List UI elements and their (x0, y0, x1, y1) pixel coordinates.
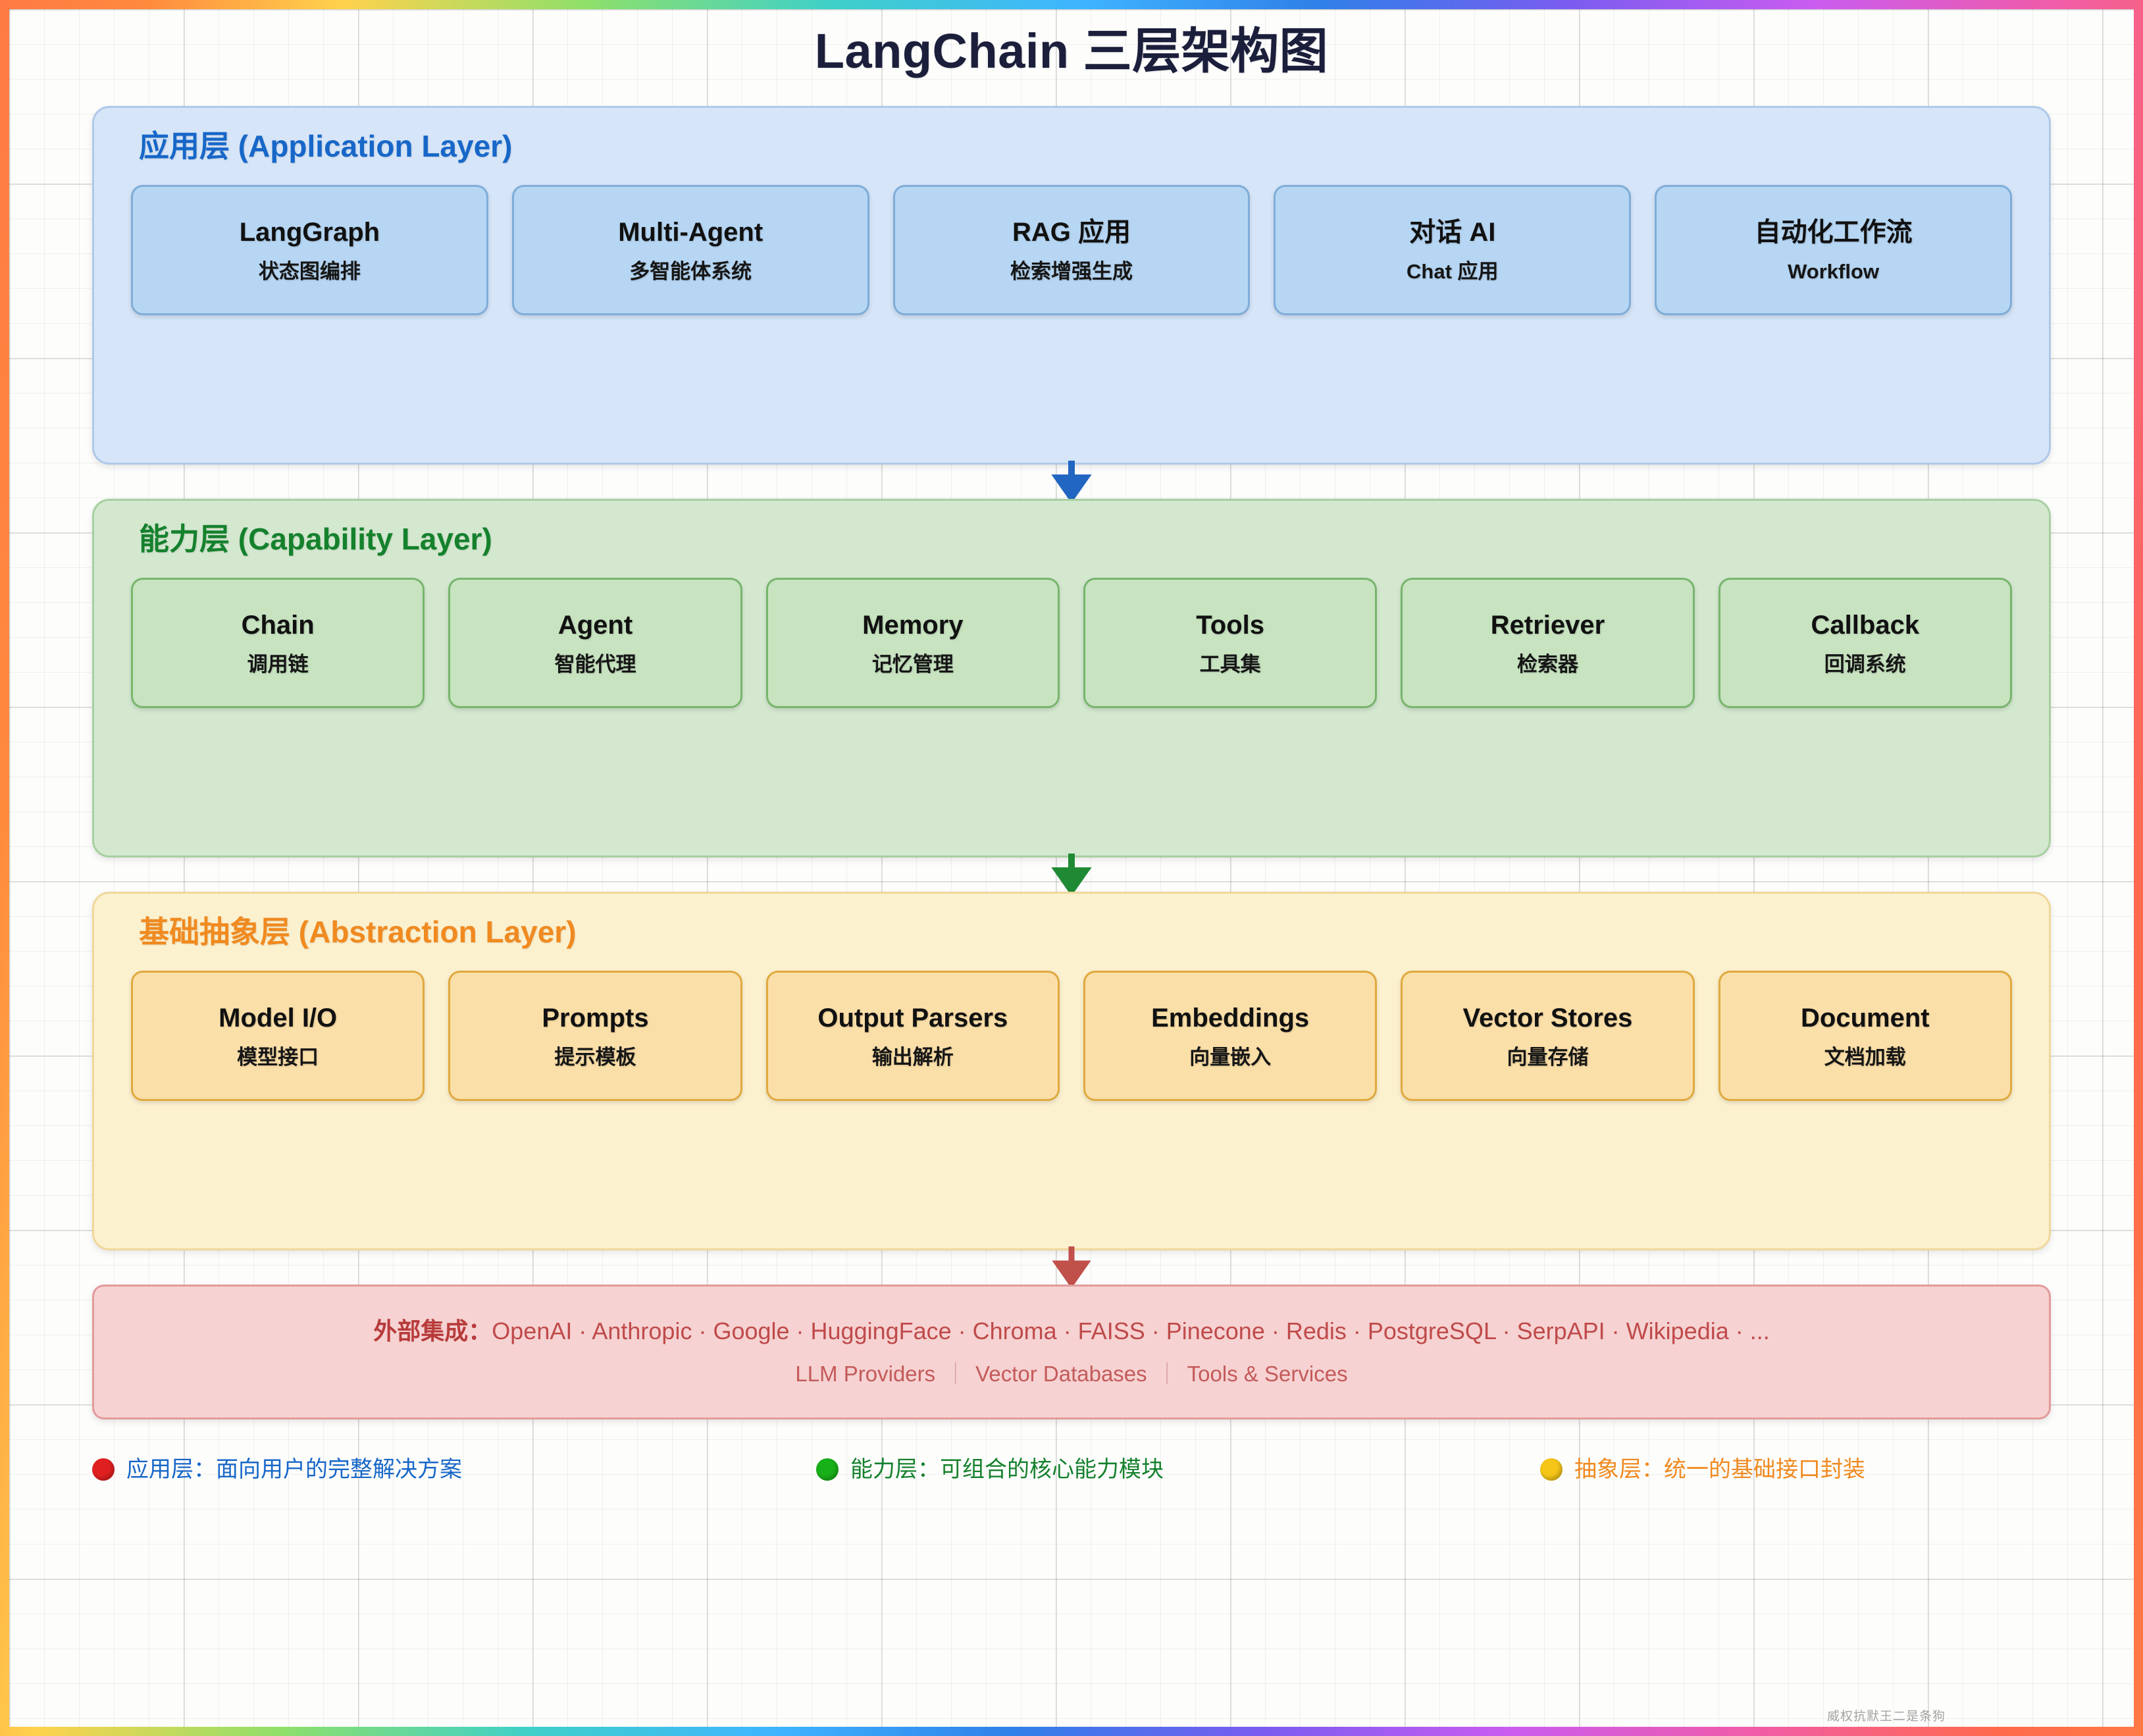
layer-external-integrations: 外部集成：OpenAI · Anthropic · Google · Huggi… (92, 1284, 2051, 1419)
card-title: Document (1801, 1003, 1930, 1033)
card-title: Multi-Agent (618, 217, 763, 247)
card-model-io[interactable]: Model I/O 模型接口 (131, 971, 425, 1101)
card-output-parsers[interactable]: Output Parsers 输出解析 (765, 971, 1060, 1101)
external-integrations-categories: LLM Providers ｜ Vector Databases ｜ Tools & S… (795, 1356, 1347, 1388)
card-tools[interactable]: Tools 工具集 (1083, 578, 1378, 708)
layer-application-cards: LangGraph 状态图编排 Multi-Agent 多智能体系统 RAG 应… (94, 165, 2049, 315)
card-subtitle: 多智能体系统 (629, 259, 752, 283)
watermark: 威权抗默王二是条狗 (1826, 1710, 1946, 1723)
card-agent[interactable]: Agent 智能代理 (448, 578, 742, 708)
card-subtitle: 向量存储 (1507, 1045, 1589, 1069)
card-subtitle: 记忆管理 (871, 652, 954, 676)
arrow-zone-3 (9, 1246, 2134, 1287)
card-title: Chain (241, 610, 315, 640)
arrow-application-to-capability-icon (1051, 460, 1092, 501)
layer-abstraction-heading: 基础抽象层 (Abstraction Layer) (139, 914, 577, 949)
arrow-zone-2 (9, 853, 2134, 894)
arrow-capability-to-abstraction-icon (1051, 853, 1092, 894)
arrow-zone-1 (9, 460, 2134, 501)
card-rag[interactable]: RAG 应用 检索增强生成 (892, 185, 1251, 315)
card-workflow[interactable]: 自动化工作流 Workflow (1655, 185, 2012, 315)
card-subtitle: 提示模板 (554, 1045, 636, 1069)
card-subtitle: 回调系统 (1824, 652, 1906, 676)
external-integrations-line: 外部集成：OpenAI · Anthropic · Google · Huggi… (373, 1315, 1769, 1348)
legend-dot-yellow-icon (1540, 1458, 1562, 1481)
card-title: 对话 AI (1409, 217, 1496, 247)
legend-label: 抽象层：统一的基础接口封装 (1574, 1456, 1865, 1482)
external-integrations-label: 外部集成： (373, 1317, 492, 1344)
layer-abstraction-cards: Model I/O 模型接口 Prompts 提示模板 Output Parse… (94, 951, 2049, 1101)
legend-dot-green-icon (816, 1458, 839, 1481)
card-subtitle: 文档加载 (1824, 1045, 1906, 1069)
legend-label: 能力层：可组合的核心能力模块 (850, 1456, 1164, 1482)
layer-capability-heading: 能力层 (Capability Layer) (139, 521, 492, 556)
layer-abstraction: 基础抽象层 (Abstraction Layer) Model I/O 模型接口… (92, 891, 2051, 1250)
legend-item-capability: 能力层：可组合的核心能力模块 (816, 1455, 1540, 1484)
card-title: Agent (557, 610, 633, 640)
card-subtitle: 状态图编排 (258, 259, 361, 283)
layer-capability-cards: Chain 调用链 Agent 智能代理 Memory 记忆管理 Tools 工… (94, 558, 2049, 708)
external-integrations-items: OpenAI · Anthropic · Google · HuggingFac… (492, 1317, 1770, 1344)
category-separator: ｜ (1156, 1362, 1178, 1387)
card-title: Vector Stores (1462, 1003, 1633, 1033)
card-subtitle: 智能代理 (554, 652, 636, 676)
layer-application-heading: 应用层 (Application Layer) (139, 128, 513, 163)
layer-capability: 能力层 (Capability Layer) Chain 调用链 Agent 智… (92, 498, 2051, 857)
card-title: 自动化工作流 (1754, 217, 1913, 247)
legend-dot-red-icon (92, 1458, 115, 1481)
category-vector-databases: Vector Databases (975, 1362, 1147, 1387)
card-title: Callback (1811, 610, 1920, 640)
card-subtitle: Workflow (1788, 259, 1880, 283)
card-title: Memory (862, 610, 964, 640)
card-subtitle: Chat 应用 (1407, 259, 1499, 283)
card-chat-ai[interactable]: 对话 AI Chat 应用 (1274, 185, 1632, 315)
arrow-abstraction-to-external-icon (1052, 1246, 1091, 1287)
card-title: Embeddings (1151, 1003, 1310, 1033)
card-retriever[interactable]: Retriever 检索器 (1401, 578, 1695, 708)
card-subtitle: 工具集 (1199, 652, 1261, 676)
legend-item-application: 应用层：面向用户的完整解决方案 (92, 1455, 816, 1484)
page-title: LangChain 三层架构图 (814, 24, 1329, 78)
card-callback[interactable]: Callback 回调系统 (1718, 578, 2012, 708)
card-title: Tools (1196, 610, 1264, 640)
card-title: Output Parsers (817, 1003, 1008, 1033)
card-title: Retriever (1490, 610, 1605, 640)
card-memory[interactable]: Memory 记忆管理 (765, 578, 1060, 708)
card-subtitle: 模型接口 (237, 1045, 319, 1069)
card-embeddings[interactable]: Embeddings 向量嵌入 (1083, 971, 1378, 1101)
card-subtitle: 向量嵌入 (1189, 1045, 1272, 1069)
card-document[interactable]: Document 文档加载 (1718, 971, 2012, 1101)
card-title: LangGraph (239, 217, 380, 247)
card-title: RAG 应用 (1012, 217, 1131, 247)
card-subtitle: 检索增强生成 (1010, 259, 1133, 283)
legend-label: 应用层：面向用户的完整解决方案 (126, 1456, 462, 1482)
card-chain[interactable]: Chain 调用链 (131, 578, 425, 708)
card-vector-stores[interactable]: Vector Stores 向量存储 (1401, 971, 1695, 1101)
card-title: Model I/O (219, 1003, 338, 1033)
diagram-canvas: LangChain 三层架构图 应用层 (Application Layer) … (9, 9, 2134, 1727)
card-langgraph[interactable]: LangGraph 状态图编排 (131, 185, 488, 315)
card-subtitle: 输出解析 (871, 1045, 954, 1069)
card-prompts[interactable]: Prompts 提示模板 (448, 971, 742, 1101)
card-subtitle: 调用链 (247, 652, 309, 676)
layer-application: 应用层 (Application Layer) LangGraph 状态图编排 … (92, 105, 2051, 465)
legend: 应用层：面向用户的完整解决方案 能力层：可组合的核心能力模块 抽象层：统一的基础… (92, 1419, 2051, 1484)
category-llm-providers: LLM Providers (795, 1362, 936, 1387)
card-multi-agent[interactable]: Multi-Agent 多智能体系统 (511, 185, 869, 315)
category-separator: ｜ (944, 1362, 967, 1387)
legend-item-abstraction: 抽象层：统一的基础接口封装 (1540, 1455, 1865, 1484)
card-title: Prompts (542, 1003, 649, 1033)
card-subtitle: 检索器 (1516, 652, 1578, 676)
category-tools-services: Tools & Services (1187, 1362, 1348, 1387)
